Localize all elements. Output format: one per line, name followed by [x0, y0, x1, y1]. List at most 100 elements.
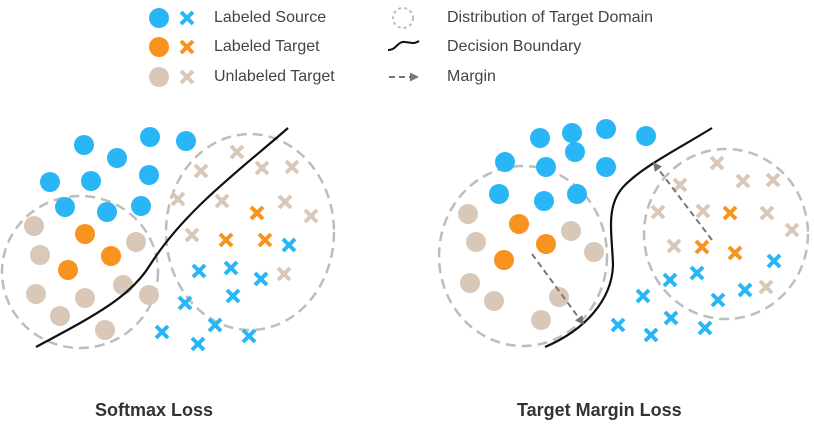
panel-softmax: [0, 127, 336, 352]
unlabeled-target-cross: [184, 227, 200, 243]
unlabeled-target-cross: [759, 205, 775, 221]
source-cross: [766, 253, 782, 269]
source-dot: [530, 128, 550, 148]
unlabeled-target-cross: [229, 144, 245, 160]
legend-margin-arrow-icon: [389, 72, 419, 82]
source-cross: [643, 327, 659, 343]
source-cross: [223, 260, 239, 276]
source-dot: [40, 172, 60, 192]
source-cross: [281, 237, 297, 253]
unlabeled-target-dot: [50, 306, 70, 326]
decision-boundary: [544, 127, 713, 349]
legend-unlabeled-cross-icon: [179, 69, 195, 85]
unlabeled-target-cross: [284, 159, 300, 175]
legend-decision-boundary: Decision Boundary: [447, 38, 582, 55]
source-cross: [253, 271, 269, 287]
unlabeled-target-cross: [276, 266, 292, 282]
source-cross: [737, 282, 753, 298]
labeled-target-dot: [75, 224, 95, 244]
source-dot: [131, 196, 151, 216]
labeled-target-cross: [257, 232, 273, 248]
source-dot: [596, 119, 616, 139]
unlabeled-target-cross: [672, 177, 688, 193]
unlabeled-target-dot: [460, 273, 480, 293]
unlabeled-target-cross: [193, 163, 209, 179]
target-distribution-ring: [0, 194, 160, 350]
source-dot: [74, 135, 94, 155]
source-dot: [140, 127, 160, 147]
legend-unlabeled-dot-icon: [149, 67, 169, 87]
legend-labeled-target: Labeled Target: [214, 38, 320, 55]
unlabeled-target-dot: [24, 216, 44, 236]
labeled-target-dot: [58, 260, 78, 280]
panel-margin: [437, 119, 810, 349]
unlabeled-target-dot: [458, 204, 478, 224]
title-softmax-loss: Softmax Loss: [95, 400, 214, 420]
legend-unlabeled-target: Unlabeled Target: [214, 68, 335, 85]
source-cross: [207, 317, 223, 333]
unlabeled-target-cross: [709, 155, 725, 171]
unlabeled-target-cross: [735, 173, 751, 189]
source-cross: [154, 324, 170, 340]
legend-target-dot-icon: [149, 37, 169, 57]
legend-boundary-icon: [387, 40, 420, 51]
unlabeled-target-dot: [75, 288, 95, 308]
margin-arrow: [652, 161, 713, 241]
labeled-target-cross: [727, 245, 743, 261]
source-cross: [610, 317, 626, 333]
source-dot: [536, 157, 556, 177]
unlabeled-target-cross: [765, 172, 781, 188]
legend-source-cross-icon: [179, 10, 195, 26]
unlabeled-target-dot: [584, 242, 604, 262]
source-cross: [241, 328, 257, 344]
source-dot: [489, 184, 509, 204]
unlabeled-target-cross: [695, 203, 711, 219]
target-distribution-ring: [437, 164, 609, 348]
title-target-margin-loss: Target Margin Loss: [517, 400, 682, 420]
unlabeled-target-cross: [758, 279, 774, 295]
target-distribution-ring: [164, 132, 336, 332]
legend-source-dot-icon: [149, 8, 169, 28]
target-distribution-ring: [642, 147, 810, 321]
source-cross: [662, 272, 678, 288]
source-dot: [55, 197, 75, 217]
source-cross: [225, 288, 241, 304]
source-cross: [663, 310, 679, 326]
source-dot: [567, 184, 587, 204]
labeled-target-cross: [249, 205, 265, 221]
unlabeled-target-dot: [466, 232, 486, 252]
unlabeled-target-cross: [784, 222, 800, 238]
source-dot: [565, 142, 585, 162]
unlabeled-target-dot: [139, 285, 159, 305]
source-dot: [636, 126, 656, 146]
source-cross: [689, 265, 705, 281]
labeled-target-dot: [509, 214, 529, 234]
source-cross: [190, 336, 206, 352]
legend-target-cross-icon: [179, 39, 195, 55]
unlabeled-target-dot: [531, 310, 551, 330]
source-dot: [81, 171, 101, 191]
margin-arrow: [531, 253, 585, 326]
source-dot: [107, 148, 127, 168]
source-dot: [562, 123, 582, 143]
decision-boundary: [35, 127, 289, 348]
unlabeled-target-dot: [30, 245, 50, 265]
unlabeled-target-dot: [26, 284, 46, 304]
legend-target-distribution: Distribution of Target Domain: [447, 9, 654, 26]
unlabeled-target-cross: [254, 160, 270, 176]
labeled-target-dot: [101, 246, 121, 266]
source-dot: [176, 131, 196, 151]
labeled-target-dot: [536, 234, 556, 254]
unlabeled-target-dot: [113, 275, 133, 295]
unlabeled-target-cross: [303, 208, 319, 224]
labeled-target-cross: [694, 239, 710, 255]
unlabeled-target-dot: [484, 291, 504, 311]
labeled-target-dot: [494, 250, 514, 270]
unlabeled-target-cross: [170, 191, 186, 207]
source-cross: [697, 320, 713, 336]
unlabeled-target-dot: [126, 232, 146, 252]
source-dot: [495, 152, 515, 172]
source-cross: [635, 288, 651, 304]
legend-labeled-source: Labeled Source: [214, 9, 327, 26]
